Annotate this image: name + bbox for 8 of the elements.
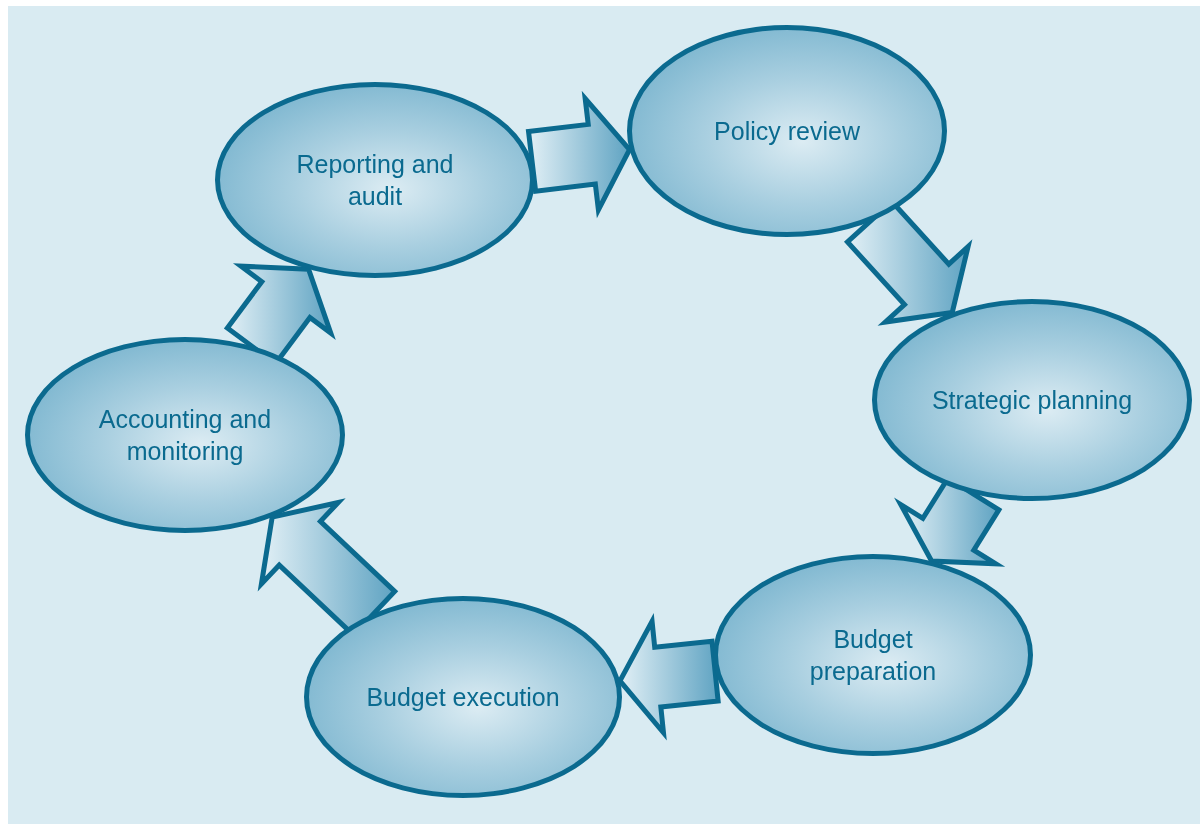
node-label: Budget preparation [808,623,938,687]
block-arrow [525,90,633,219]
node-label: Strategic planning [931,384,1133,416]
node-label: Reporting and audit [295,148,455,212]
node-label: Budget execution [366,681,560,713]
node-label: Policy review [714,115,860,147]
node-label: Accounting and monitoring [97,403,273,467]
block-arrow [616,613,721,741]
